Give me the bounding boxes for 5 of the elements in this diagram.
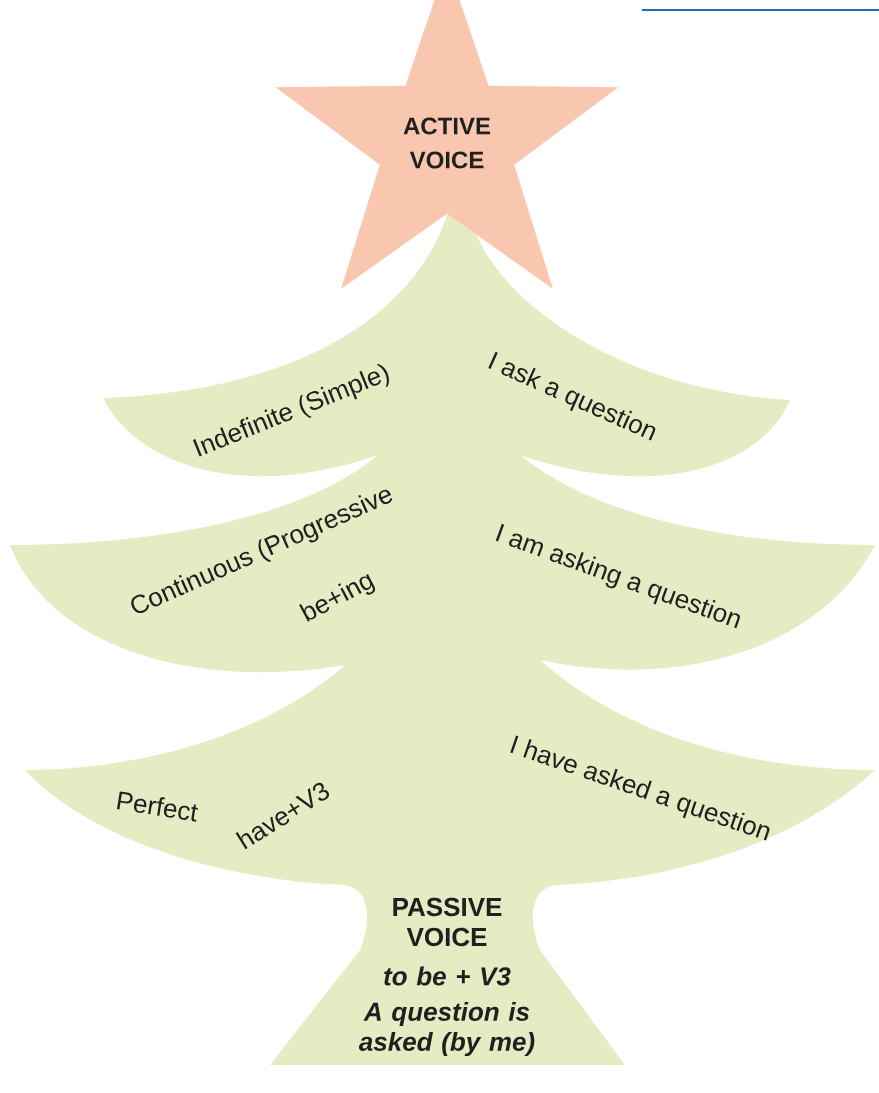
tree-label: Perfect bbox=[117, 791, 198, 822]
tree-label: to be + V3 bbox=[384, 966, 511, 986]
tree-label: A question is asked (by me) bbox=[359, 1001, 535, 1057]
tree-label: PASSIVE VOICE bbox=[393, 897, 502, 947]
tree-label: I have asked a question bbox=[510, 735, 770, 841]
